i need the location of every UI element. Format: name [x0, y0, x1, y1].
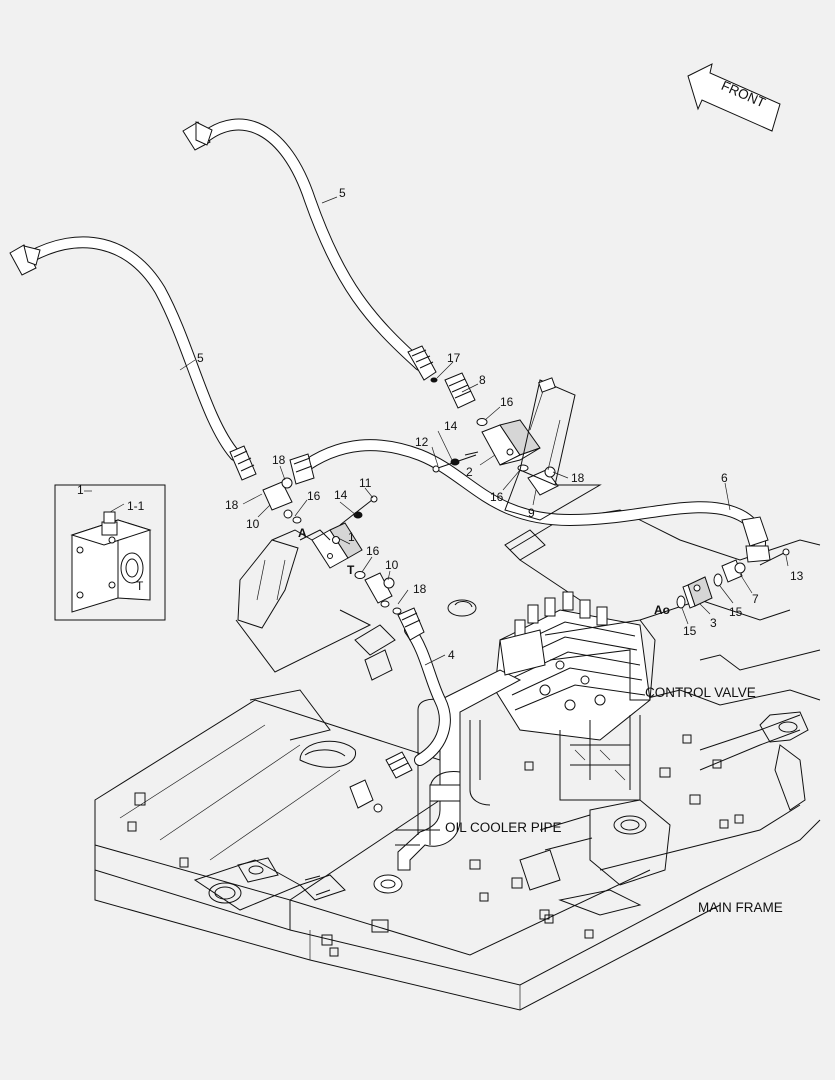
lower-valve-assembly — [235, 477, 402, 673]
hose-6 — [289, 439, 771, 563]
callout-18-a: 18 — [571, 471, 585, 485]
callout-15-a: 15 — [729, 605, 743, 619]
callout-7: 7 — [752, 592, 759, 606]
callout-16-b: 16 — [490, 490, 504, 504]
callout-12: 12 — [415, 435, 429, 449]
callout-18-c: 18 — [225, 498, 239, 512]
hose-4 — [349, 607, 451, 813]
callout-16-d: 16 — [366, 544, 380, 558]
port-ao-label: Ao — [654, 603, 670, 617]
leader-lines — [179, 196, 789, 666]
callout-15-b: 15 — [683, 624, 697, 638]
inset-port-t: T — [136, 579, 144, 593]
callout-10-b: 10 — [385, 558, 399, 572]
callout-14-b: 14 — [334, 488, 348, 502]
inset-sub-callout: 1-1 — [127, 499, 145, 513]
port-a-label: A — [298, 526, 307, 540]
port-t-label: T — [347, 563, 355, 577]
callout-2: 2 — [466, 465, 473, 479]
main-frame-drawing — [94, 509, 821, 1011]
inset-callout: 1 — [77, 483, 84, 497]
callout-17: 17 — [447, 351, 461, 365]
callout-5-lower: 5 — [197, 351, 204, 365]
callout-1: 1 — [348, 530, 355, 544]
control-valve-label: CONTROL VALVE — [645, 685, 756, 700]
hose-5-lower — [9, 236, 257, 481]
oil-cooler-pipe-label: OIL COOLER PIPE — [445, 820, 562, 835]
callout-10-a: 10 — [246, 517, 260, 531]
inset-valve-detail: 1 1-1 T — [54, 483, 166, 621]
callout-3: 3 — [710, 616, 717, 630]
hose-5-upper — [182, 118, 437, 381]
callout-14-a: 14 — [444, 419, 458, 433]
main-frame-label: MAIN FRAME — [698, 900, 783, 915]
callout-18-d: 18 — [413, 582, 427, 596]
callout-9: 9 — [528, 506, 535, 520]
callout-18-b: 18 — [272, 453, 286, 467]
callout-13: 13 — [790, 569, 804, 583]
callout-5-upper: 5 — [339, 186, 346, 200]
right-fittings — [676, 548, 790, 609]
callout-4: 4 — [448, 648, 455, 662]
callout-16-a: 16 — [500, 395, 514, 409]
upper-valve-assembly — [430, 372, 602, 521]
callout-16-c: 16 — [307, 489, 321, 503]
callout-8: 8 — [479, 373, 486, 387]
callout-6: 6 — [721, 471, 728, 485]
callout-11: 11 — [359, 476, 372, 490]
